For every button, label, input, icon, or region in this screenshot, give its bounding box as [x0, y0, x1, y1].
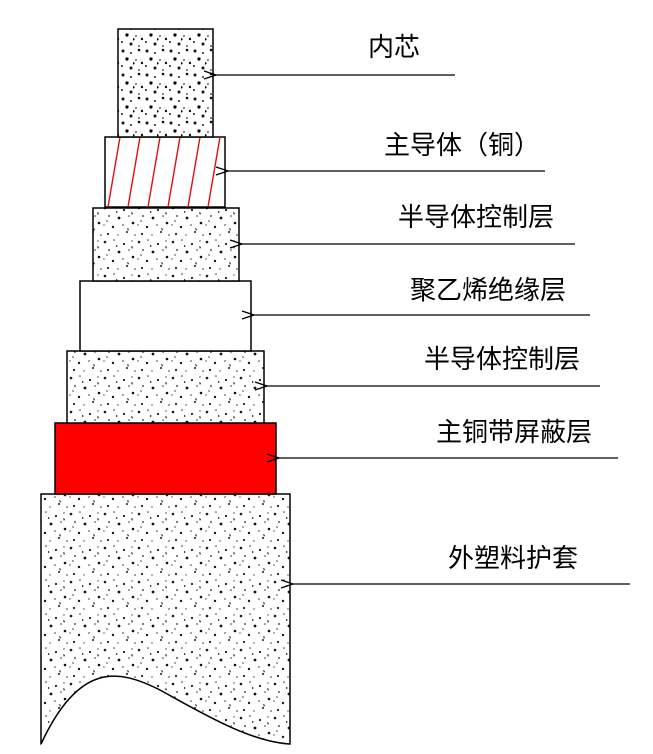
sheath-wavy-cut-edge — [41, 676, 290, 754]
layer-inner-core — [117, 28, 214, 138]
label-outer-plastic-sheath: 外塑料护套 — [448, 544, 578, 574]
label-polyethylene-insulation: 聚乙烯绝缘层 — [410, 276, 566, 306]
label-inner-core: 内芯 — [368, 33, 420, 63]
layer-semiconductor-outer — [66, 350, 265, 424]
label-copper-tape-shield: 主铜带屏蔽层 — [436, 418, 592, 448]
label-semiconductor-inner: 半导体控制层 — [398, 203, 554, 233]
layer-copper-tape-shield — [54, 422, 277, 495]
label-semiconductor-outer: 半导体控制层 — [424, 345, 580, 375]
layer-semiconductor-inner — [92, 207, 240, 282]
layer-main-conductor — [104, 136, 226, 208]
layer-polyethylene-insulation — [79, 280, 252, 352]
label-main-conductor: 主导体（铜） — [384, 131, 540, 161]
sheath-wavy-cut-line — [40, 675, 291, 745]
